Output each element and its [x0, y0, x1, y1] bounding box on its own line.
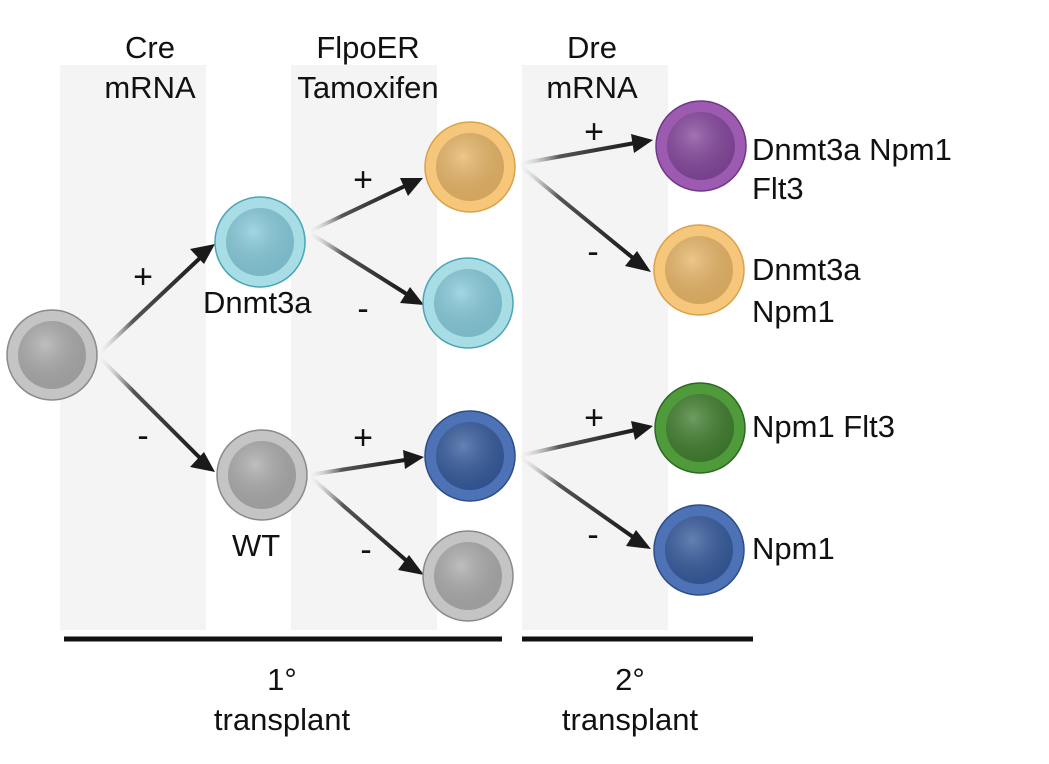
sign-plus-flp-top: +	[353, 161, 373, 199]
band-flpoer	[291, 65, 437, 630]
transplant-2-label: transplant	[562, 702, 699, 737]
cell-gray-step2	[422, 530, 514, 622]
label-out3: Npm1 Flt3	[752, 409, 895, 444]
header-cre-sub: mRNA	[104, 70, 196, 105]
sign-minus-flp-bottom: -	[360, 531, 371, 569]
sign-plus-cre: +	[133, 258, 153, 296]
sign-plus-dre-bottom: +	[584, 399, 604, 437]
cell-purple-out	[655, 100, 747, 192]
transplant-2-number: 2°	[615, 662, 645, 697]
label-wt: WT	[232, 528, 280, 563]
arrow-wt-to-darkblue	[306, 458, 407, 477]
cell-wt-gray	[216, 429, 308, 521]
header-dre-sub: mRNA	[546, 70, 638, 105]
arrow-orange-to-orange	[516, 162, 635, 260]
cell-green-out	[654, 382, 746, 474]
transplant-1-label: transplant	[214, 702, 351, 737]
arrow-dnmt3a-to-orange	[306, 184, 407, 234]
label-out1-line1: Dnmt3a Npm1	[752, 132, 952, 167]
label-out2-line1: Dnmt3a	[752, 252, 861, 287]
label-out1-line2: Flt3	[752, 171, 804, 206]
arrow-start-to-wt	[95, 353, 202, 460]
label-out2-line2: Npm1	[752, 294, 835, 329]
cell-orange-step2	[424, 121, 516, 213]
sign-minus-flp-top: -	[357, 290, 368, 328]
cell-start-gray	[6, 309, 98, 401]
sign-plus-flp-bottom: +	[353, 419, 373, 457]
arrows	[95, 141, 637, 564]
arrow-darkblue-to-green	[516, 428, 637, 458]
transplant-1-number: 1°	[267, 662, 297, 697]
cell-darkblue-out	[653, 504, 745, 596]
header-dre: Dre	[567, 30, 617, 65]
sign-minus-dre-bottom: -	[587, 516, 598, 554]
cell-orange-out	[653, 224, 745, 316]
label-out4: Npm1	[752, 531, 835, 566]
header-cre: Cre	[125, 30, 175, 65]
header-flpoer: FlpoER	[316, 30, 419, 65]
arrow-wt-to-gray	[306, 473, 410, 564]
sign-minus-cre: -	[137, 417, 148, 455]
label-dnmt3a: Dnmt3a	[203, 285, 312, 320]
header-flpoer-sub: Tamoxifen	[297, 70, 438, 105]
sign-plus-dre-top: +	[584, 113, 604, 151]
arrowheads	[190, 134, 653, 575]
arrow-start-to-dnmt3a	[95, 256, 202, 357]
arrow-darkblue-to-darkblue	[516, 454, 635, 539]
sign-minus-dre-top: -	[587, 233, 598, 271]
arrow-orange-to-purple	[516, 141, 637, 166]
cell-darkblue-step2	[424, 410, 516, 502]
cell-dnmt3a-lightblue	[214, 196, 306, 288]
arrow-dnmt3a-to-lightblue	[306, 230, 407, 295]
cell-lightblue-step2	[422, 257, 514, 349]
